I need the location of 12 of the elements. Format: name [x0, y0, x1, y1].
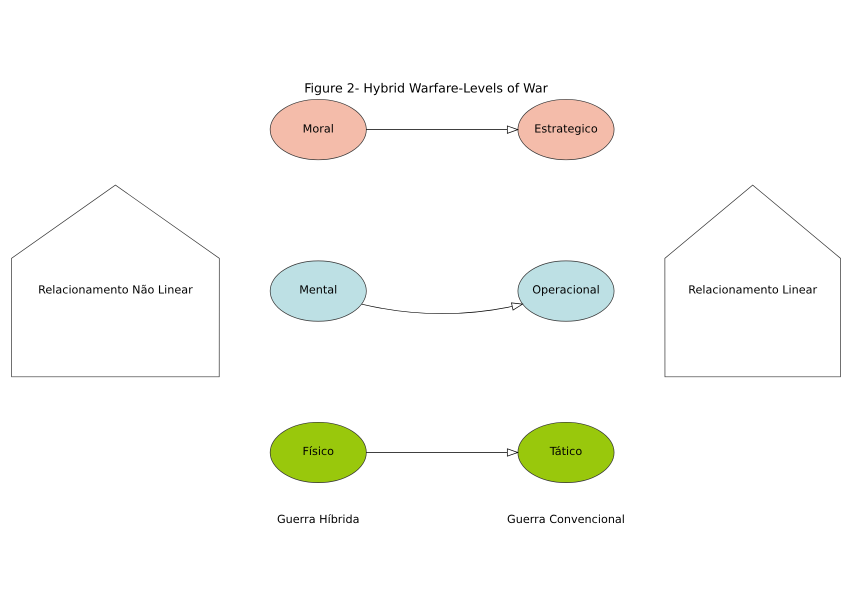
arrow [366, 125, 519, 134]
node-ellipse: Estrategico [518, 99, 614, 160]
node-ellipse: Físico [270, 422, 367, 484]
arrow [361, 302, 524, 314]
node-ellipse: Mental [270, 260, 367, 322]
arrow [366, 448, 519, 457]
node-ellipse: Moral [270, 99, 367, 160]
node-ellipse: Operacional [518, 260, 614, 322]
label: Guerra Híbrida [276, 513, 360, 526]
node-ellipse: Tático [518, 422, 614, 484]
label: Guerra Convencional [507, 513, 625, 526]
diagram-title: Figure 2- Hybrid Warfare-Levels of War [304, 80, 548, 96]
